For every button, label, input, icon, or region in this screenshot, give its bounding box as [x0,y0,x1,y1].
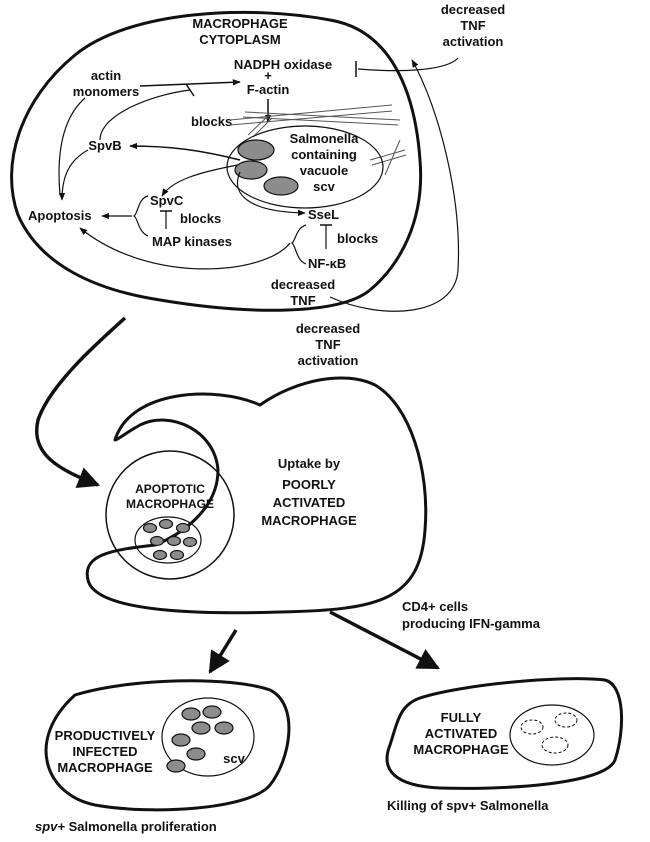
ssel-brace [291,224,307,265]
top-macrophage-outline [10,10,423,312]
apoptotic-scv [134,516,202,564]
uptake-label-1: Uptake by [278,456,341,471]
apoptotic-bacterium-2 [158,518,174,530]
actin-monomers-label-2: monomers [73,84,139,99]
actin-to-apoptosis-line [58,97,86,196]
apoptotic-bacterium-1 [142,522,158,534]
nfkb-label: NF-κB [308,256,346,271]
top-cell-title-line1: MACROPHAGE [192,16,288,31]
productive-bacterium-7 [166,759,186,773]
ssel-label: SseL [308,207,339,222]
top-cell-title-line2: CYTOPLASM [199,32,280,47]
top-tnf-activation-line3: activation [443,34,504,49]
productive-bacterium-2 [202,705,222,719]
top-tnf-activation-line1: decreased [441,2,505,17]
spvc-blocks-label: blocks [180,211,221,226]
scv-bacterium-2 [234,160,268,180]
scv-label-line4: scv [313,179,335,194]
spvc-label: SpvC [150,193,184,208]
decreased-tnf-label-2: TNF [290,293,315,308]
spvb-to-apoptosis-arrow [58,149,89,201]
middle-tnf-activation-line1: decreased [296,321,360,336]
ssel-blocks-label: blocks [337,231,378,246]
productive-bacterium-5 [171,733,191,747]
dead-bacterium-2 [554,712,578,728]
apoptotic-macrophage [105,450,235,580]
scv-to-ssel-arrow [236,171,306,217]
fully-activated-label-3: MACROPHAGE [413,742,509,757]
productive-bacterium-3 [191,721,211,735]
nadph-oxidase-label: NADPH oxidase [234,57,332,72]
cd4-label-2: producing IFN-gamma [402,616,541,631]
tnf-inhibits-nadph-line [357,57,459,72]
uptake-label-2: POORLY [282,477,336,492]
productive-label-3: MACROPHAGE [57,760,153,775]
scv-bacterium-1 [237,139,275,161]
cd4-label-1: CD4+ cells [402,599,468,614]
top-tnf-activation-line2: TNF [460,18,485,33]
middle-tnf-activation-line2: TNF [315,337,340,352]
productive-bacterium-6 [186,747,206,761]
scv-label-line2: containing [291,147,357,162]
apoptotic-label-2: MACROPHAGE [126,497,214,511]
dead-bacterium-1 [520,719,544,735]
apoptotic-uptake-arrow [34,316,127,488]
apoptotic-label-1: APOPTOTIC [135,482,205,496]
spvc-brace [132,195,149,237]
spvb-blocks-line [99,89,191,141]
decreased-tnf-label-1: decreased [271,277,335,292]
tnf-feedback-loop [329,59,460,312]
spvb-blocks-bar [185,83,195,97]
map-kinases-label: MAP kinases [152,234,232,249]
apoptosis-label: Apoptosis [28,208,92,223]
productively-infected-macrophage-outline [44,679,291,812]
apoptotic-bacterium-5 [166,535,182,547]
to-productive-infection-arrow [208,629,238,674]
scv-to-spvc-arrow [161,164,239,197]
apoptotic-bacterium-4 [149,535,165,547]
ssel-to-apoptosis-arrow [79,227,291,270]
productive-bacterium-1 [181,707,201,721]
apoptotic-bacterium-8 [169,549,185,561]
caption-right: Killing of spv+ Salmonella [387,798,549,813]
actin-filaments [229,104,407,176]
middle-tnf-activation-line3: activation [298,353,359,368]
fully-activated-label-2: ACTIVATED [425,726,497,741]
actin-to-factin-arrow [139,79,241,87]
spvb-label: SpvB [88,138,121,153]
scv-to-spvb-arrow [129,142,241,161]
uptake-label-3: ACTIVATED [273,495,345,510]
caption-left: spv+ Salmonella proliferation [35,819,217,834]
scv-label-line1: Salmonella [290,131,359,146]
apoptotic-bacterium-7 [152,549,168,561]
to-full-activation-arrow [329,610,440,670]
spvb-blocks-label: blocks [191,114,232,129]
killing-vacuole [509,704,595,766]
productive-scv-label: scv [223,751,245,766]
actin-monomers-label-1: actin [91,68,121,83]
scv-label-line3: vacuole [300,163,348,178]
plus-sign: + [264,68,272,83]
scv-bacterium-3 [263,176,299,196]
productive-label-1: PRODUCTIVELY [55,728,156,743]
apoptotic-bacterium-6 [182,536,198,548]
dead-bacterium-3 [541,736,569,754]
caption-left-rest: Salmonella proliferation [65,819,217,834]
fully-activated-label-1: FULLY [441,710,482,725]
productive-bacterium-4 [214,721,234,735]
productive-label-2: INFECTED [73,744,138,759]
apoptotic-bacterium-3 [175,522,191,534]
productive-scv [161,697,255,777]
fully-activated-macrophage-outline [385,677,624,790]
uptake-label-4: MACROPHAGE [261,513,357,528]
caption-left-italic: spv+ [35,819,65,834]
f-actin-label: F-actin [247,82,290,97]
